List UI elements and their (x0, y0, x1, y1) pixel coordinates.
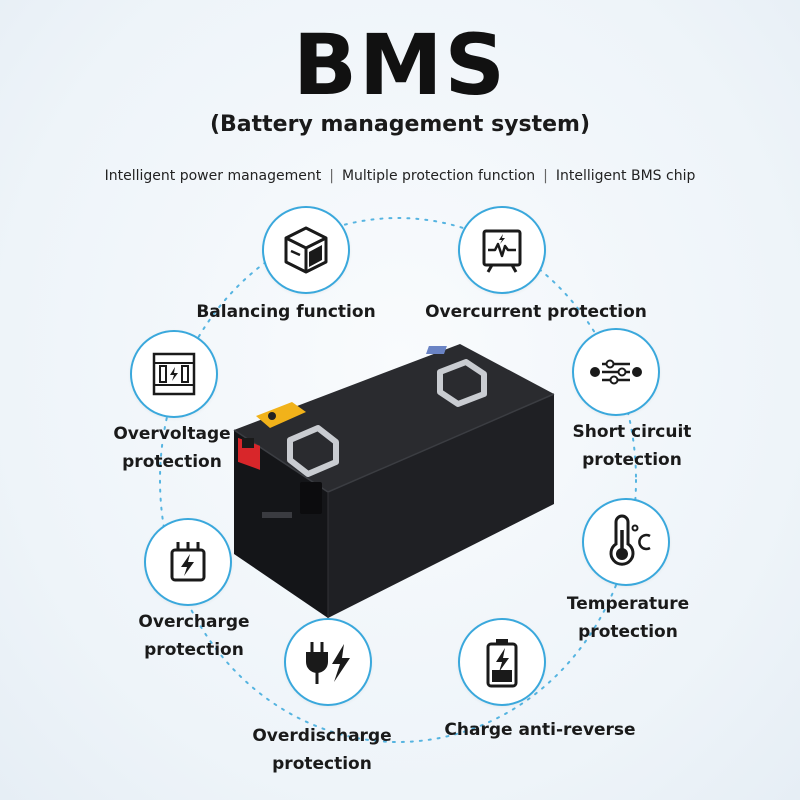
feature-separator: | (329, 168, 334, 184)
feature-bar: Intelligent power management | Multiple pr… (0, 168, 800, 184)
overcurrent-protection-label: Overcurrent protection (425, 302, 647, 322)
overdischarge-label-line2: protection (272, 754, 372, 774)
overcharge-protection-label: Overcharge protection (112, 608, 276, 664)
overcharge-protection-badge (144, 518, 232, 606)
feature-item: Multiple protection function (341, 168, 536, 184)
overdischarge-protection-label: Overdischarge protection (232, 722, 412, 778)
overcharge-label-line1: Overcharge (138, 612, 250, 632)
temperature-label-line2: protection (578, 622, 678, 642)
monitor-pulse-icon (482, 229, 522, 273)
page-title: BMS (292, 16, 508, 114)
short-circuit-label-line1: Short circuit (572, 422, 692, 442)
feature-item: Intelligent BMS chip (555, 168, 696, 184)
thermometer-icon (609, 514, 651, 566)
short-circuit-protection-badge (572, 328, 660, 416)
charger-bolt-icon (170, 542, 206, 582)
fuse-box-icon (152, 352, 196, 396)
balancing-function-label: Balancing function (196, 302, 376, 322)
battery-bolt-icon (486, 639, 518, 688)
feature-item: Intelligent power management (104, 168, 322, 184)
charge-anti-reverse-badge (458, 618, 546, 706)
overvoltage-protection-label: Overvoltage protection (84, 420, 260, 476)
page-subtitle: (Battery management system) (209, 112, 591, 137)
temperature-label-line1: Temperature (566, 594, 690, 614)
short-circuit-protection-label: Short circuit protection (548, 418, 716, 474)
temperature-protection-label: Temperature protection (548, 590, 708, 646)
overcurrent-protection-badge (458, 206, 546, 294)
feature-separator: | (543, 168, 548, 184)
balancing-function-badge (262, 206, 350, 294)
circuit-switch-icon (590, 359, 642, 385)
overdischarge-label-line1: Overdischarge (252, 726, 392, 746)
short-circuit-label-line2: protection (582, 450, 682, 470)
overvoltage-label-line2: protection (122, 452, 222, 472)
lithium-battery-image (233, 344, 555, 618)
overvoltage-protection-badge (130, 330, 218, 418)
overcharge-label-line2: protection (144, 640, 244, 660)
overvoltage-label-line1: Overvoltage (113, 424, 231, 444)
temperature-protection-badge (582, 498, 670, 586)
plug-bolt-icon (306, 642, 350, 684)
cube-balance-icon (284, 226, 328, 274)
overdischarge-protection-badge (284, 618, 372, 706)
charge-anti-reverse-label: Charge anti-reverse (444, 720, 636, 740)
